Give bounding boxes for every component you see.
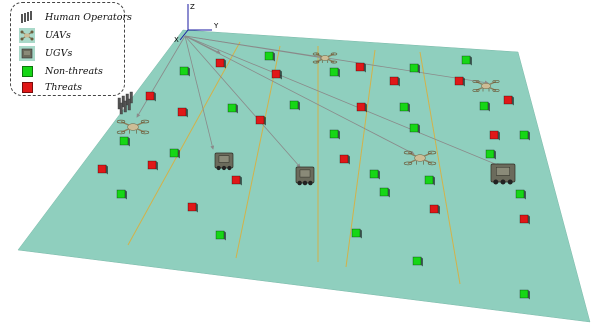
non-threat-cube bbox=[410, 124, 420, 134]
threat-cube bbox=[455, 77, 465, 87]
non-threat-cube bbox=[410, 64, 420, 74]
threat-cube bbox=[490, 131, 500, 141]
non-threat-cube bbox=[180, 67, 190, 77]
threat-cube bbox=[390, 77, 400, 87]
non-threat-cube bbox=[265, 52, 275, 62]
non-threat-cube bbox=[330, 68, 340, 78]
quadcopter-icon bbox=[19, 28, 35, 43]
non-threat-cube bbox=[216, 231, 226, 241]
non-threat-cube bbox=[170, 149, 180, 159]
threat-cube bbox=[188, 203, 198, 213]
non-threat-cube bbox=[370, 170, 380, 180]
legend-item-ugvs: UGVs bbox=[19, 45, 72, 61]
non-threat-cube bbox=[516, 190, 526, 200]
threat-cube bbox=[430, 205, 440, 215]
ugv-vehicle bbox=[296, 167, 314, 185]
ugv-vehicle bbox=[215, 153, 233, 170]
axis-z-label: Z bbox=[190, 3, 195, 11]
axis-x-label: X bbox=[174, 36, 179, 44]
red-cube-icon bbox=[19, 80, 35, 95]
legend-item-human-operators: Human Operators bbox=[19, 9, 132, 25]
legend-item-uavs: UAVs bbox=[19, 27, 71, 43]
threat-cube bbox=[272, 70, 282, 80]
threat-cube bbox=[98, 165, 108, 175]
non-threat-cube bbox=[520, 290, 530, 300]
threat-cube bbox=[256, 116, 266, 126]
non-threat-cube bbox=[400, 103, 410, 113]
threat-cube bbox=[232, 176, 242, 186]
legend-item-non-threats: Non-threats bbox=[19, 63, 103, 79]
armored-vehicle-icon bbox=[19, 46, 35, 61]
axis-y-label: Y bbox=[213, 22, 219, 30]
threat-cube bbox=[216, 59, 226, 69]
threat-cube bbox=[340, 155, 350, 165]
non-threat-cube bbox=[520, 131, 530, 141]
legend: Human Operators UAVs UGVs Non-threats T bbox=[10, 2, 125, 96]
non-threat-cube bbox=[462, 56, 472, 66]
legend-label-human-operators: Human Operators bbox=[45, 12, 132, 23]
legend-label-non-threats: Non-threats bbox=[45, 66, 103, 77]
threat-cube bbox=[148, 161, 158, 171]
legend-item-threats: Threats bbox=[19, 79, 82, 95]
threat-cube bbox=[520, 215, 530, 225]
non-threat-cube bbox=[117, 190, 127, 200]
ugv-vehicle bbox=[491, 164, 515, 185]
threat-cube bbox=[356, 63, 366, 73]
threat-cube bbox=[357, 103, 367, 113]
non-threat-cube bbox=[380, 188, 390, 198]
non-threat-cube bbox=[290, 101, 300, 111]
non-threat-cube bbox=[120, 137, 130, 147]
non-threat-cube bbox=[352, 229, 362, 239]
green-cube-icon bbox=[19, 64, 35, 79]
threat-cube bbox=[146, 92, 156, 102]
legend-label-ugvs: UGVs bbox=[45, 48, 72, 59]
threat-cube bbox=[504, 96, 514, 106]
legend-label-threats: Threats bbox=[45, 82, 82, 93]
non-threat-cube bbox=[330, 130, 340, 140]
non-threat-cube bbox=[486, 150, 496, 160]
legend-label-uavs: UAVs bbox=[45, 30, 71, 41]
threat-cube bbox=[178, 108, 188, 118]
operator-group-icon bbox=[19, 10, 35, 25]
non-threat-cube bbox=[425, 176, 435, 186]
non-threat-cube bbox=[413, 257, 423, 267]
non-threat-cube bbox=[480, 102, 490, 112]
non-threat-cube bbox=[228, 104, 238, 114]
